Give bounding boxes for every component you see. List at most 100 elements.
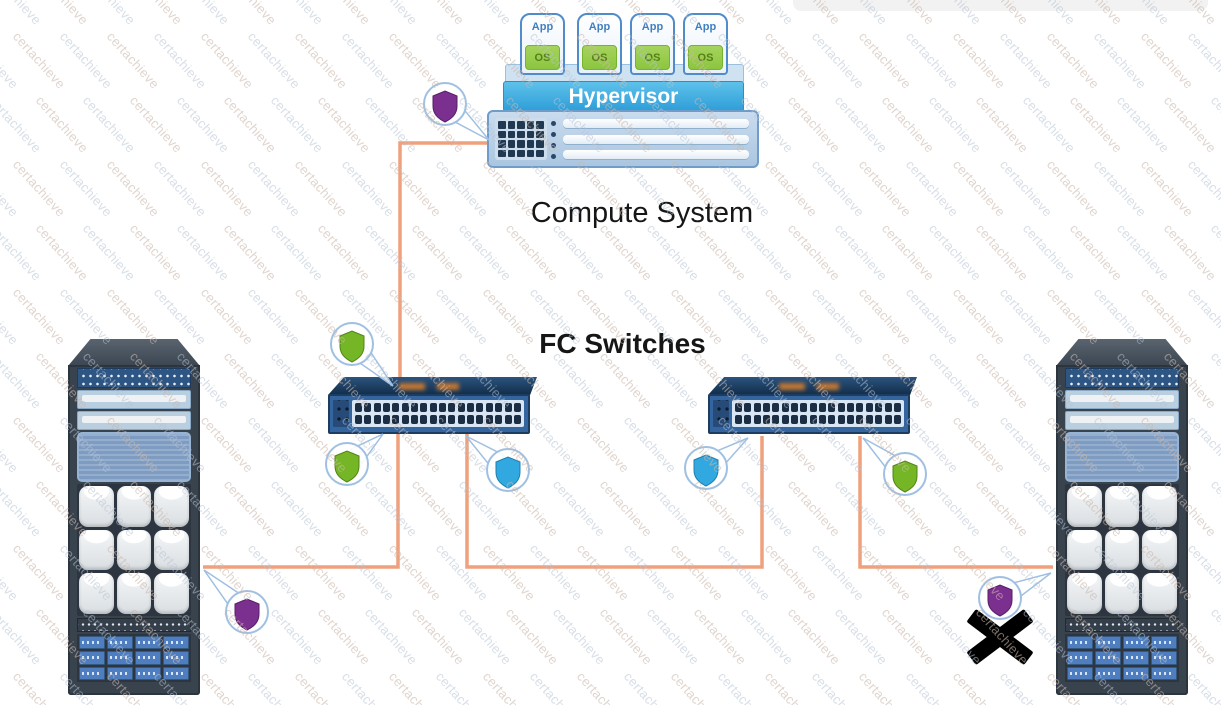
shield-array-left-port: [203, 569, 269, 634]
top-right-faint-bar: [793, 0, 1208, 11]
disk-drive: [116, 486, 152, 527]
shield-switch-left-bottom-left: [325, 433, 384, 486]
server-port: [517, 140, 525, 148]
virtual-machine-2: App OS: [577, 13, 622, 75]
shield-compute-port: [423, 82, 490, 141]
switch-port: [411, 415, 419, 424]
switch-port: [819, 403, 827, 412]
switch-led: [816, 383, 839, 390]
compute-server: [487, 110, 759, 168]
vm-app-label: App: [588, 21, 611, 33]
rack-module: [1151, 636, 1177, 650]
switch-port: [448, 415, 456, 424]
switch-port: [401, 415, 409, 424]
rack-module-grid: [1065, 634, 1179, 682]
switch-port: [420, 415, 428, 424]
shield-switch-right-bottom-right: [862, 437, 927, 496]
server-led-dots: [551, 121, 556, 159]
server-port: [536, 140, 544, 148]
switch-port: [476, 415, 484, 424]
shield-switch-left-top: [330, 322, 394, 387]
server-port: [498, 140, 506, 148]
disk-drive: [79, 529, 114, 571]
vm-app-label: App: [641, 21, 664, 33]
switch-port: [513, 415, 521, 424]
cable-left-switch-to-right-switch: [465, 432, 764, 569]
switch-port-field: [352, 400, 524, 427]
switch-led: [399, 383, 426, 390]
rack-module: [107, 666, 133, 680]
switch-port: [875, 403, 883, 412]
virtual-machine-4: App OS: [683, 13, 728, 75]
switch-port: [495, 403, 503, 412]
switch-port: [411, 403, 419, 412]
server-port: [498, 149, 506, 157]
switch-port: [865, 403, 873, 412]
server-port: [526, 140, 535, 148]
switch-port: [429, 415, 437, 424]
server-port: [517, 149, 525, 157]
shield-switch-left-bottom-right: [465, 435, 530, 492]
switch-port: [429, 403, 437, 412]
server-port: [526, 130, 535, 138]
switch-port: [457, 415, 465, 424]
disk-drive: [1142, 573, 1177, 614]
switch-port: [809, 403, 817, 412]
server-slot: [563, 119, 749, 128]
rack-module: [1151, 651, 1177, 665]
virtual-machine-1: App OS: [520, 13, 565, 75]
rack-port-panel: [77, 368, 191, 388]
switch-port: [828, 403, 836, 412]
rack-module: [1067, 651, 1093, 665]
rack-disk-shelf: [77, 484, 191, 616]
switch-port: [781, 415, 789, 424]
server-drive-slots: [563, 119, 749, 159]
rack-body: [68, 365, 200, 695]
rack-module: [135, 636, 161, 650]
switch-port: [772, 415, 780, 424]
disk-drive: [116, 529, 152, 571]
switch-port: [753, 415, 761, 424]
switch-port: [791, 415, 799, 424]
rack-module: [1095, 651, 1121, 665]
switch-port: [847, 403, 855, 412]
disk-drive: [116, 573, 152, 614]
server-port: [498, 130, 506, 138]
fc-switch-right: [708, 377, 917, 435]
rack-module: [163, 636, 189, 650]
rack-blade-panel: [77, 432, 191, 482]
cable-right-switch-to-right-array: [858, 436, 1053, 569]
rack-module: [107, 636, 133, 650]
disk-drive: [1142, 486, 1177, 527]
disk-drive: [1067, 486, 1102, 527]
switch-port: [513, 403, 521, 412]
fc-switch-left: [328, 377, 537, 435]
disk-drive: [79, 573, 114, 614]
compute-system-label: Compute System: [530, 197, 754, 229]
server-slot: [563, 150, 749, 159]
switch-port: [744, 415, 752, 424]
switch-port: [865, 415, 873, 424]
rack-module: [1123, 666, 1149, 680]
server-port: [536, 149, 544, 157]
storage-array-right: [1056, 339, 1188, 695]
disk-drive: [154, 573, 189, 614]
cable-compute-to-left-switch: [398, 141, 489, 392]
switch-port: [893, 415, 901, 424]
switch-port: [837, 403, 845, 412]
switch-port: [763, 403, 771, 412]
purple-shield-icon: [432, 90, 458, 123]
switch-port: [467, 415, 475, 424]
switch-port: [392, 415, 400, 424]
switch-front-face: [328, 394, 530, 434]
switch-port: [791, 403, 799, 412]
switch-port: [828, 415, 836, 424]
switch-port: [355, 403, 362, 412]
server-port-grid: [495, 118, 547, 160]
disk-drive: [1067, 529, 1102, 571]
vm-os-label: OS: [525, 45, 560, 70]
rack-module: [163, 651, 189, 665]
rack-port-strip: [1065, 618, 1179, 632]
rack-module: [79, 636, 105, 650]
